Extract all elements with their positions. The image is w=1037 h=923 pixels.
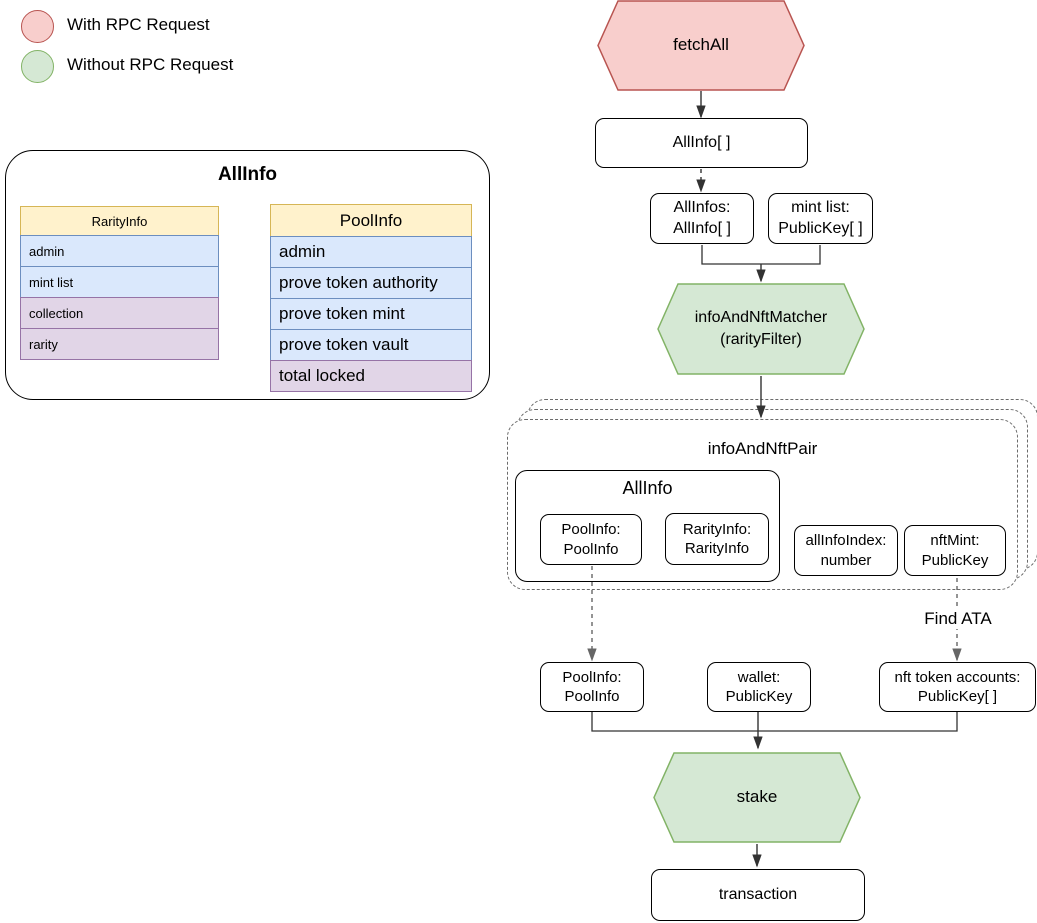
mint-list-param-node: mint list: PublicKey[ ] (768, 193, 873, 244)
legend-with-rpc-label: With RPC Request (67, 15, 210, 34)
stake-label: stake (736, 787, 778, 807)
table-row: mint list (20, 266, 219, 298)
matcher-hexagon: infoAndNftMatcher (rarityFilter) (657, 283, 865, 375)
pair-rarityinfo-node: RarityInfo: RarityInfo (665, 513, 769, 565)
allinfos-param-node: AllInfos: AllInfo[ ] (650, 193, 754, 244)
without-rpc-circle-icon (21, 50, 54, 83)
table-row: total locked (270, 360, 472, 392)
allinfo-array-node: AllInfo[ ] (595, 118, 808, 168)
pair-allinfoindex-node: allInfoIndex: number (794, 525, 898, 576)
nft-token-accounts-param-node: nft token accounts: PublicKey[ ] (879, 662, 1036, 712)
table-row: prove token mint (270, 298, 472, 330)
rarityinfo-table-header: RarityInfo (20, 206, 219, 236)
legend-without-rpc-label: Without RPC Request (67, 55, 234, 74)
table-row: prove token vault (270, 329, 472, 361)
find-ata-edge-label: Find ATA (914, 609, 1002, 629)
allinfo-panel-title: AllInfo (217, 164, 278, 185)
legend-without-rpc-swatch (21, 50, 54, 83)
hexagon-shape-icon (597, 0, 805, 91)
pair-group-title: infoAndNftPair (707, 439, 818, 458)
matcher-label: infoAndNftMatcher (rarityFilter) (694, 309, 828, 348)
stake-hexagon: stake (653, 752, 861, 843)
poolinfo-table: PoolInfo admin prove token authority pro… (270, 204, 472, 392)
table-row: collection (20, 297, 219, 329)
fetchall-hexagon: fetchAll (597, 0, 805, 91)
table-row: admin (20, 235, 219, 267)
pair-nftmint-node: nftMint: PublicKey (904, 525, 1006, 576)
table-row: rarity (20, 328, 219, 360)
table-row: admin (270, 236, 472, 268)
wallet-param-node: wallet: PublicKey (707, 662, 811, 712)
with-rpc-circle-icon (21, 10, 54, 43)
transaction-node: transaction (651, 869, 865, 921)
pair-allinfo-title: AllInfo (622, 478, 673, 498)
pair-poolinfo-node: PoolInfo: PoolInfo (540, 514, 642, 565)
hexagon-shape-icon (657, 283, 865, 375)
connector-join-to-matcher-elbow (701, 245, 821, 265)
hexagon-shape-icon (653, 752, 861, 843)
rarityinfo-table: RarityInfo admin mint list collection ra… (20, 206, 219, 360)
fetchall-label: fetchAll (673, 35, 729, 55)
legend-with-rpc-swatch (21, 10, 54, 43)
table-row: prove token authority (270, 267, 472, 299)
connector-params-to-stake-elbow (591, 712, 958, 732)
poolinfo-table-header: PoolInfo (270, 204, 472, 237)
poolinfo-param-node: PoolInfo: PoolInfo (540, 662, 644, 712)
